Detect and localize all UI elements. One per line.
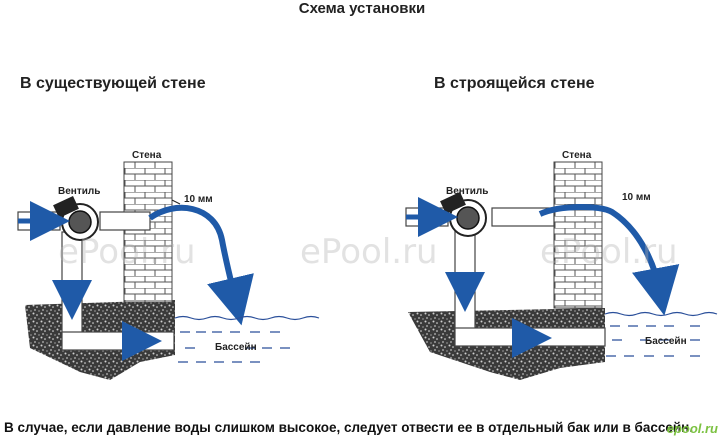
right-pool-label: Бассейн <box>645 336 687 347</box>
left-diagram <box>17 161 320 380</box>
watermark-3: ePool.ru <box>540 232 678 272</box>
right-wall-label: Стена <box>562 150 592 161</box>
right-diagram <box>405 161 718 380</box>
right-wall <box>553 161 603 309</box>
page-title: Схема установки <box>298 0 426 17</box>
footer-note: В случае, если давление воды слишком выс… <box>4 420 694 435</box>
left-wall <box>123 161 173 303</box>
right-valve-label: Вентиль <box>446 186 489 197</box>
watermark-1: ePool.ru <box>58 232 196 272</box>
left-gap-label: 10 мм <box>184 194 213 205</box>
brand-logo: epool.ru <box>666 421 718 436</box>
left-pool <box>174 315 320 363</box>
left-wall-label: Стена <box>132 150 162 161</box>
right-pool <box>604 311 718 357</box>
watermark-2: ePool.ru <box>300 232 438 272</box>
left-subtitle: В существующей стене <box>20 75 206 92</box>
right-subtitle: В строящейся стене <box>434 75 595 92</box>
left-pool-label: Бассейн <box>215 342 257 353</box>
left-valve-label: Вентиль <box>58 186 101 197</box>
right-gap-label: 10 мм <box>622 192 651 203</box>
